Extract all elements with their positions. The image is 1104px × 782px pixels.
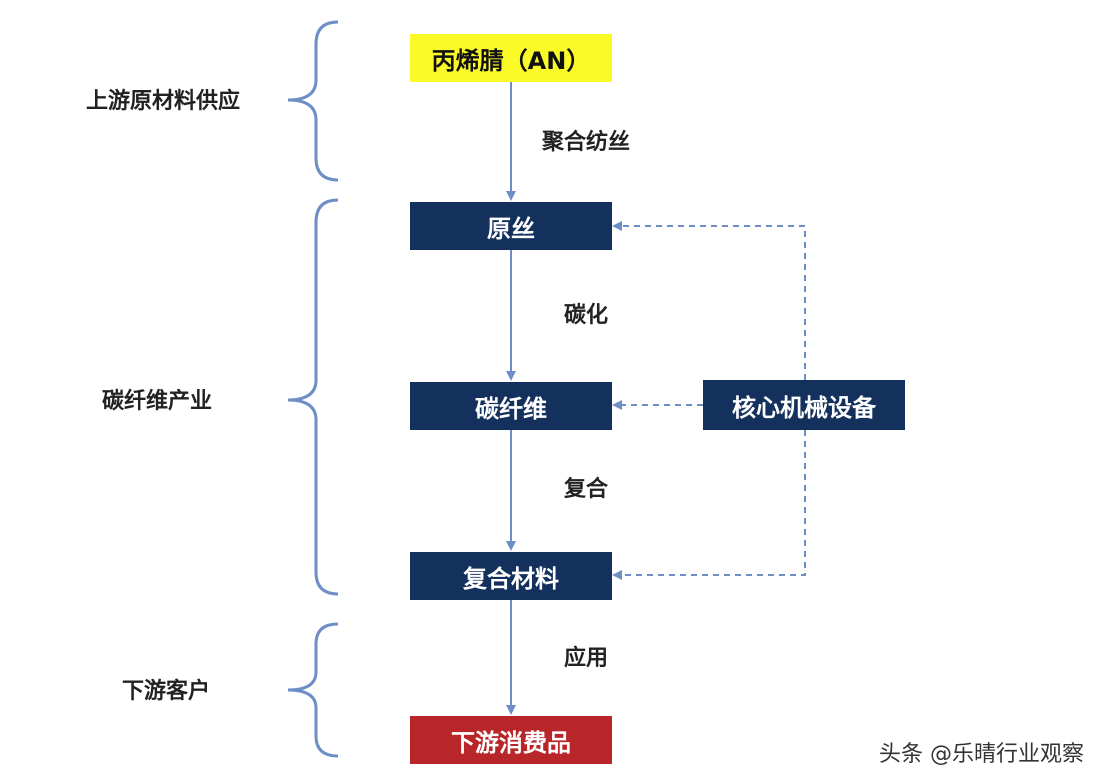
section-label-industry: 碳纤维产业 <box>102 389 213 414</box>
node-composite: 复合材料 <box>410 552 612 600</box>
node-consumer-goods: 下游消费品 <box>410 716 612 764</box>
section-label-upstream: 上游原材料供应 <box>86 89 241 114</box>
node-precursor: 原丝 <box>410 202 612 250</box>
upstream-brace <box>287 20 339 182</box>
step-label-carbonization: 碳化 <box>564 303 609 328</box>
industry-brace <box>287 198 339 596</box>
node-core-equipment: 核心机械设备 <box>703 380 905 430</box>
step-label-application: 应用 <box>564 646 609 671</box>
step-label-spinning: 聚合纺丝 <box>542 130 631 155</box>
watermark-text: 头条 @乐晴行业观察 <box>879 742 1084 767</box>
section-label-downstream: 下游客户 <box>122 679 211 704</box>
node-acrylonitrile: 丙烯腈（AN） <box>410 34 612 82</box>
downstream-brace <box>287 622 339 758</box>
step-label-compositing: 复合 <box>564 477 609 502</box>
node-carbon-fiber: 碳纤维 <box>410 382 612 430</box>
dashed-equipment-to-precursor <box>612 221 806 380</box>
dashed-equipment-to-composite <box>612 430 806 580</box>
